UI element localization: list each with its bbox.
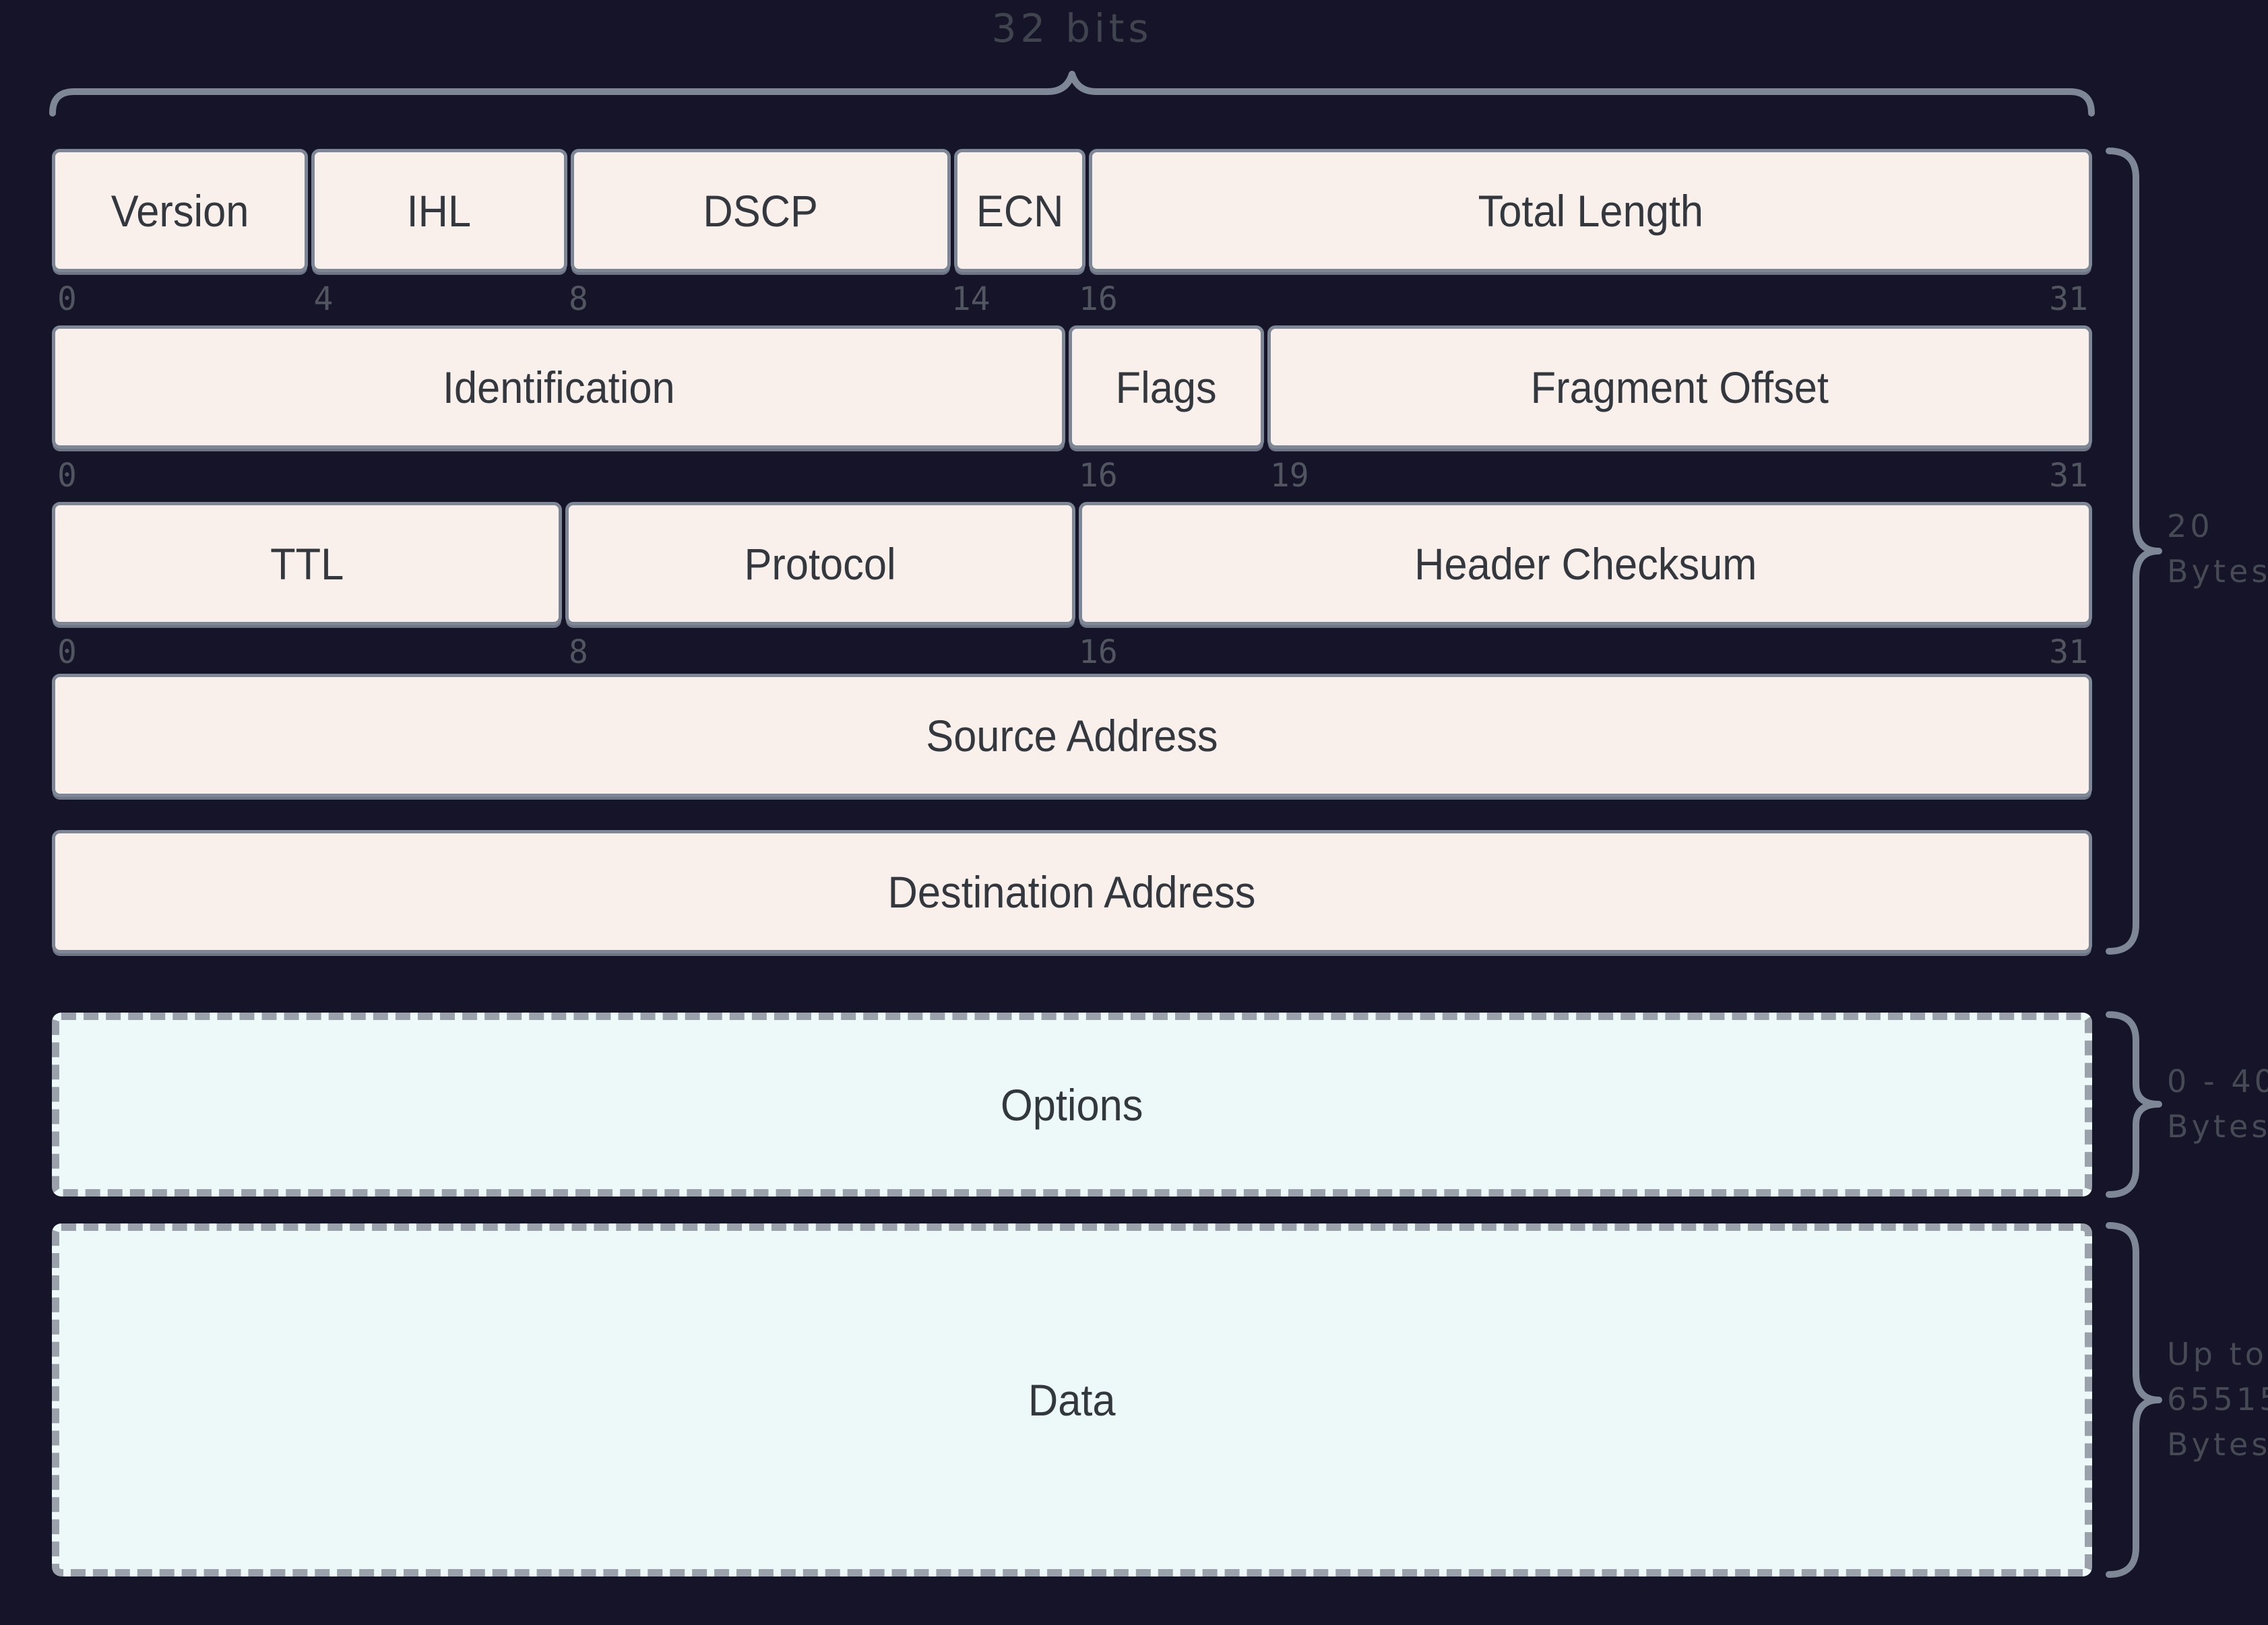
bit-mark: 4 [313, 280, 334, 318]
field-label: Version [111, 185, 249, 236]
data-bytes-brace [2106, 1222, 2162, 1578]
field-protocol: Protocol [565, 502, 1075, 625]
header-bytes-label: 20 Bytes [2167, 504, 2268, 594]
annotation-line: Up to [2167, 1336, 2267, 1372]
field-label: Identification [442, 362, 675, 412]
header-bytes-brace [2106, 148, 2162, 955]
field-label: Source Address [926, 710, 1218, 761]
field-fragment-offset: Fragment Offset [1267, 325, 2092, 449]
field-label: DSCP [703, 185, 819, 236]
bit-mark: 8 [569, 280, 588, 318]
field-options: Options [52, 1013, 2092, 1197]
field-label: Fragment Offset [1530, 362, 1829, 412]
options-bytes-label: 0 - 40 Bytes [2167, 1059, 2268, 1149]
field-ttl: TTL [52, 502, 562, 625]
bit-marks-row-3: 0 8 16 31 [52, 633, 2092, 672]
annotation-line: Bytes [2167, 1108, 2268, 1145]
field-header-checksum: Header Checksum [1079, 502, 2092, 625]
bit-mark: 16 [1079, 633, 1118, 671]
field-total-length: Total Length [1089, 149, 2092, 272]
field-destination-address: Destination Address [52, 830, 2092, 953]
top-brace [49, 71, 2095, 117]
header-row-4: Source Address [52, 674, 2092, 797]
bit-mark: 16 [1079, 457, 1118, 495]
field-label: Header Checksum [1414, 538, 1757, 589]
field-label: Protocol [744, 538, 897, 589]
field-label: IHL [406, 185, 472, 236]
field-label: Destination Address [888, 866, 1256, 917]
bit-mark: 31 [2049, 457, 2088, 495]
bit-mark: 31 [2049, 280, 2088, 318]
field-label: ECN [976, 185, 1064, 236]
field-ecn: ECN [954, 149, 1085, 272]
header-row-2: Identification Flags Fragment Offset [52, 325, 2092, 449]
data-bytes-label: Up to 65515 Bytes [2167, 1332, 2268, 1467]
annotation-line: 65515 [2167, 1381, 2268, 1417]
annotation-line: 20 [2167, 508, 2213, 544]
field-label: Total Length [1478, 185, 1703, 236]
bit-marks-row-1: 0 4 8 14 16 31 [52, 280, 2092, 319]
bits-width-title: 32 bits [991, 5, 1153, 51]
bit-mark: 0 [57, 280, 77, 318]
field-dscp: DSCP [570, 149, 951, 272]
bit-mark: 16 [1079, 280, 1118, 318]
field-flags: Flags [1069, 325, 1265, 449]
bit-mark: 31 [2049, 633, 2088, 671]
bit-mark: 19 [1269, 457, 1309, 495]
field-label: Options [1001, 1079, 1143, 1130]
field-version: Version [52, 149, 308, 272]
field-label: Flags [1116, 362, 1218, 412]
header-row-5: Destination Address [52, 830, 2092, 953]
bit-mark: 14 [951, 280, 990, 318]
annotation-line: Bytes [2167, 553, 2268, 590]
field-data: Data [52, 1223, 2092, 1576]
header-row-1: Version IHL DSCP ECN Total Length [52, 149, 2092, 272]
bit-mark: 0 [57, 457, 77, 495]
field-ihl: IHL [311, 149, 567, 272]
bit-mark: 8 [569, 633, 588, 671]
field-label: Data [1028, 1375, 1116, 1425]
header-row-3: TTL Protocol Header Checksum [52, 502, 2092, 625]
bit-mark: 0 [57, 633, 77, 671]
field-identification: Identification [52, 325, 1065, 449]
options-bytes-brace [2106, 1011, 2162, 1198]
annotation-line: Bytes [2167, 1426, 2268, 1463]
bit-marks-row-2: 0 16 19 31 [52, 457, 2092, 496]
field-label: TTL [270, 538, 344, 589]
annotation-line: 0 - 40 [2167, 1063, 2268, 1100]
field-source-address: Source Address [52, 674, 2092, 797]
